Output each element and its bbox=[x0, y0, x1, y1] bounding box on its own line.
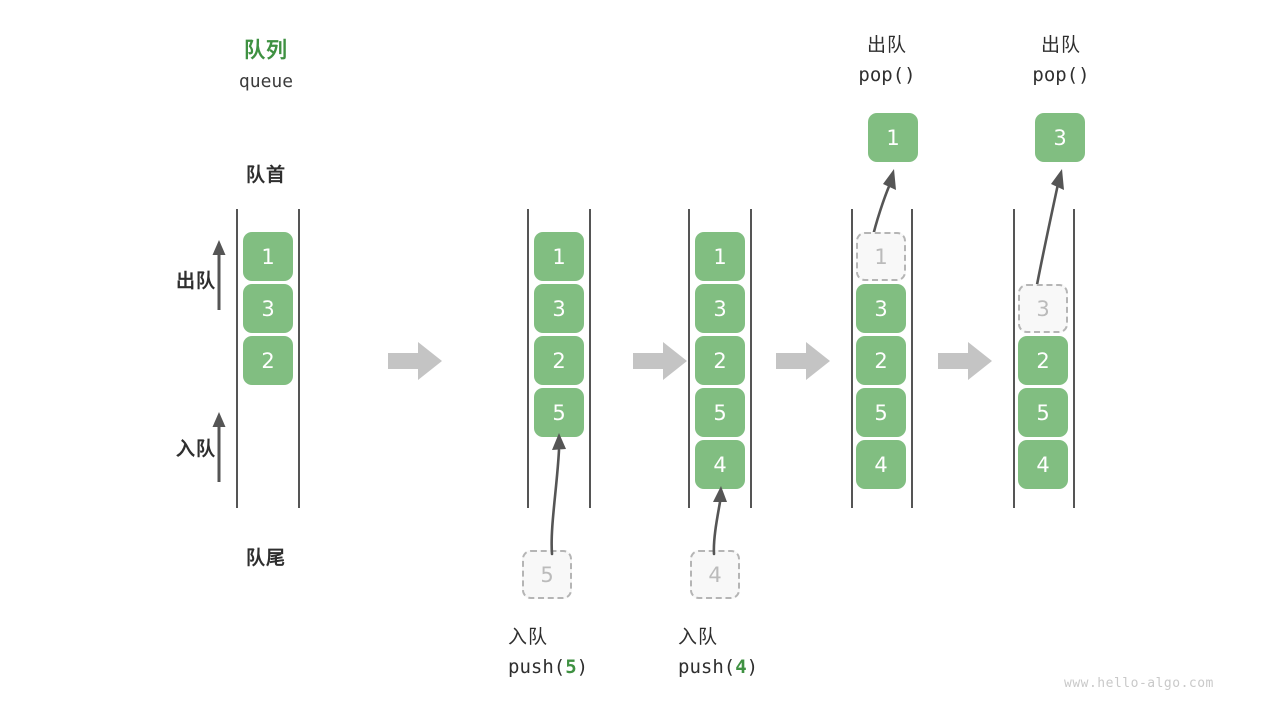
queue-cell: 5 bbox=[856, 388, 906, 437]
queue-title-code: queue bbox=[238, 71, 294, 92]
front-label: 队首 bbox=[245, 164, 286, 186]
queue-cell: 1 bbox=[695, 232, 745, 281]
step-caption-cn: 出队 bbox=[866, 34, 907, 56]
queue-cell: 4 bbox=[1018, 440, 1068, 489]
step-caption-code: pop() bbox=[1032, 64, 1090, 86]
transition-arrow-icon bbox=[938, 342, 992, 380]
queue-cell-new: 5 bbox=[534, 388, 584, 437]
queue-cell: 1 bbox=[534, 232, 584, 281]
removed-element-ghost: 1 bbox=[856, 232, 906, 281]
queue-cell: 4 bbox=[856, 440, 906, 489]
step-caption-cn: 入队 bbox=[678, 626, 719, 648]
queue-cell: 5 bbox=[1018, 388, 1068, 437]
queue-cell: 3 bbox=[243, 284, 293, 333]
rear-label: 队尾 bbox=[245, 547, 286, 569]
queue-cell: 2 bbox=[695, 336, 745, 385]
watermark: www.hello-algo.com bbox=[1064, 676, 1214, 691]
removed-element-ghost: 3 bbox=[1018, 284, 1068, 333]
incoming-element-ghost: 5 bbox=[522, 550, 572, 599]
queue-cell: 3 bbox=[534, 284, 584, 333]
queue-rail-right-3 bbox=[750, 209, 752, 508]
queue-rail-left-1 bbox=[236, 209, 238, 508]
queue-rail-left-3 bbox=[688, 209, 690, 508]
enqueue-direction-arrow-icon bbox=[212, 412, 226, 482]
queue-rail-left-2 bbox=[527, 209, 529, 508]
queue-cell: 2 bbox=[243, 336, 293, 385]
enqueue-motion-arrow-icon bbox=[712, 486, 727, 556]
transition-arrow-icon bbox=[388, 342, 442, 380]
queue-title-cn: 队列 bbox=[244, 38, 288, 62]
popped-element: 3 bbox=[1035, 113, 1085, 162]
dequeue-motion-arrow-icon bbox=[1034, 169, 1064, 292]
queue-rail-left-5 bbox=[1013, 209, 1015, 508]
queue-cell: 5 bbox=[695, 388, 745, 437]
push-arg: 5 bbox=[565, 656, 577, 678]
queue-cell: 2 bbox=[534, 336, 584, 385]
transition-arrow-icon bbox=[633, 342, 687, 380]
queue-cell: 3 bbox=[695, 284, 745, 333]
queue-rail-right-4 bbox=[911, 209, 913, 508]
dequeue-side-label: 出队 bbox=[175, 270, 216, 292]
queue-cell-new: 4 bbox=[695, 440, 745, 489]
queue-cell: 3 bbox=[856, 284, 906, 333]
queue-cell: 1 bbox=[243, 232, 293, 281]
queue-rail-right-2 bbox=[589, 209, 591, 508]
queue-cell: 2 bbox=[1018, 336, 1068, 385]
step-caption-code: pop() bbox=[858, 64, 916, 86]
queue-rail-left-4 bbox=[851, 209, 853, 508]
step-caption-cn: 出队 bbox=[1040, 34, 1081, 56]
step-caption-code: push(4) bbox=[678, 656, 759, 678]
queue-rail-right-5 bbox=[1073, 209, 1075, 508]
push-arg: 4 bbox=[735, 656, 747, 678]
step-caption-cn: 入队 bbox=[508, 626, 549, 648]
queue-cell: 2 bbox=[856, 336, 906, 385]
step-caption-code: push(5) bbox=[508, 656, 589, 678]
popped-element: 1 bbox=[868, 113, 918, 162]
dequeue-direction-arrow-icon bbox=[212, 240, 226, 310]
transition-arrow-icon bbox=[776, 342, 830, 380]
enqueue-side-label: 入队 bbox=[175, 438, 216, 460]
queue-rail-right-1 bbox=[298, 209, 300, 508]
enqueue-motion-arrow-icon bbox=[550, 433, 566, 556]
